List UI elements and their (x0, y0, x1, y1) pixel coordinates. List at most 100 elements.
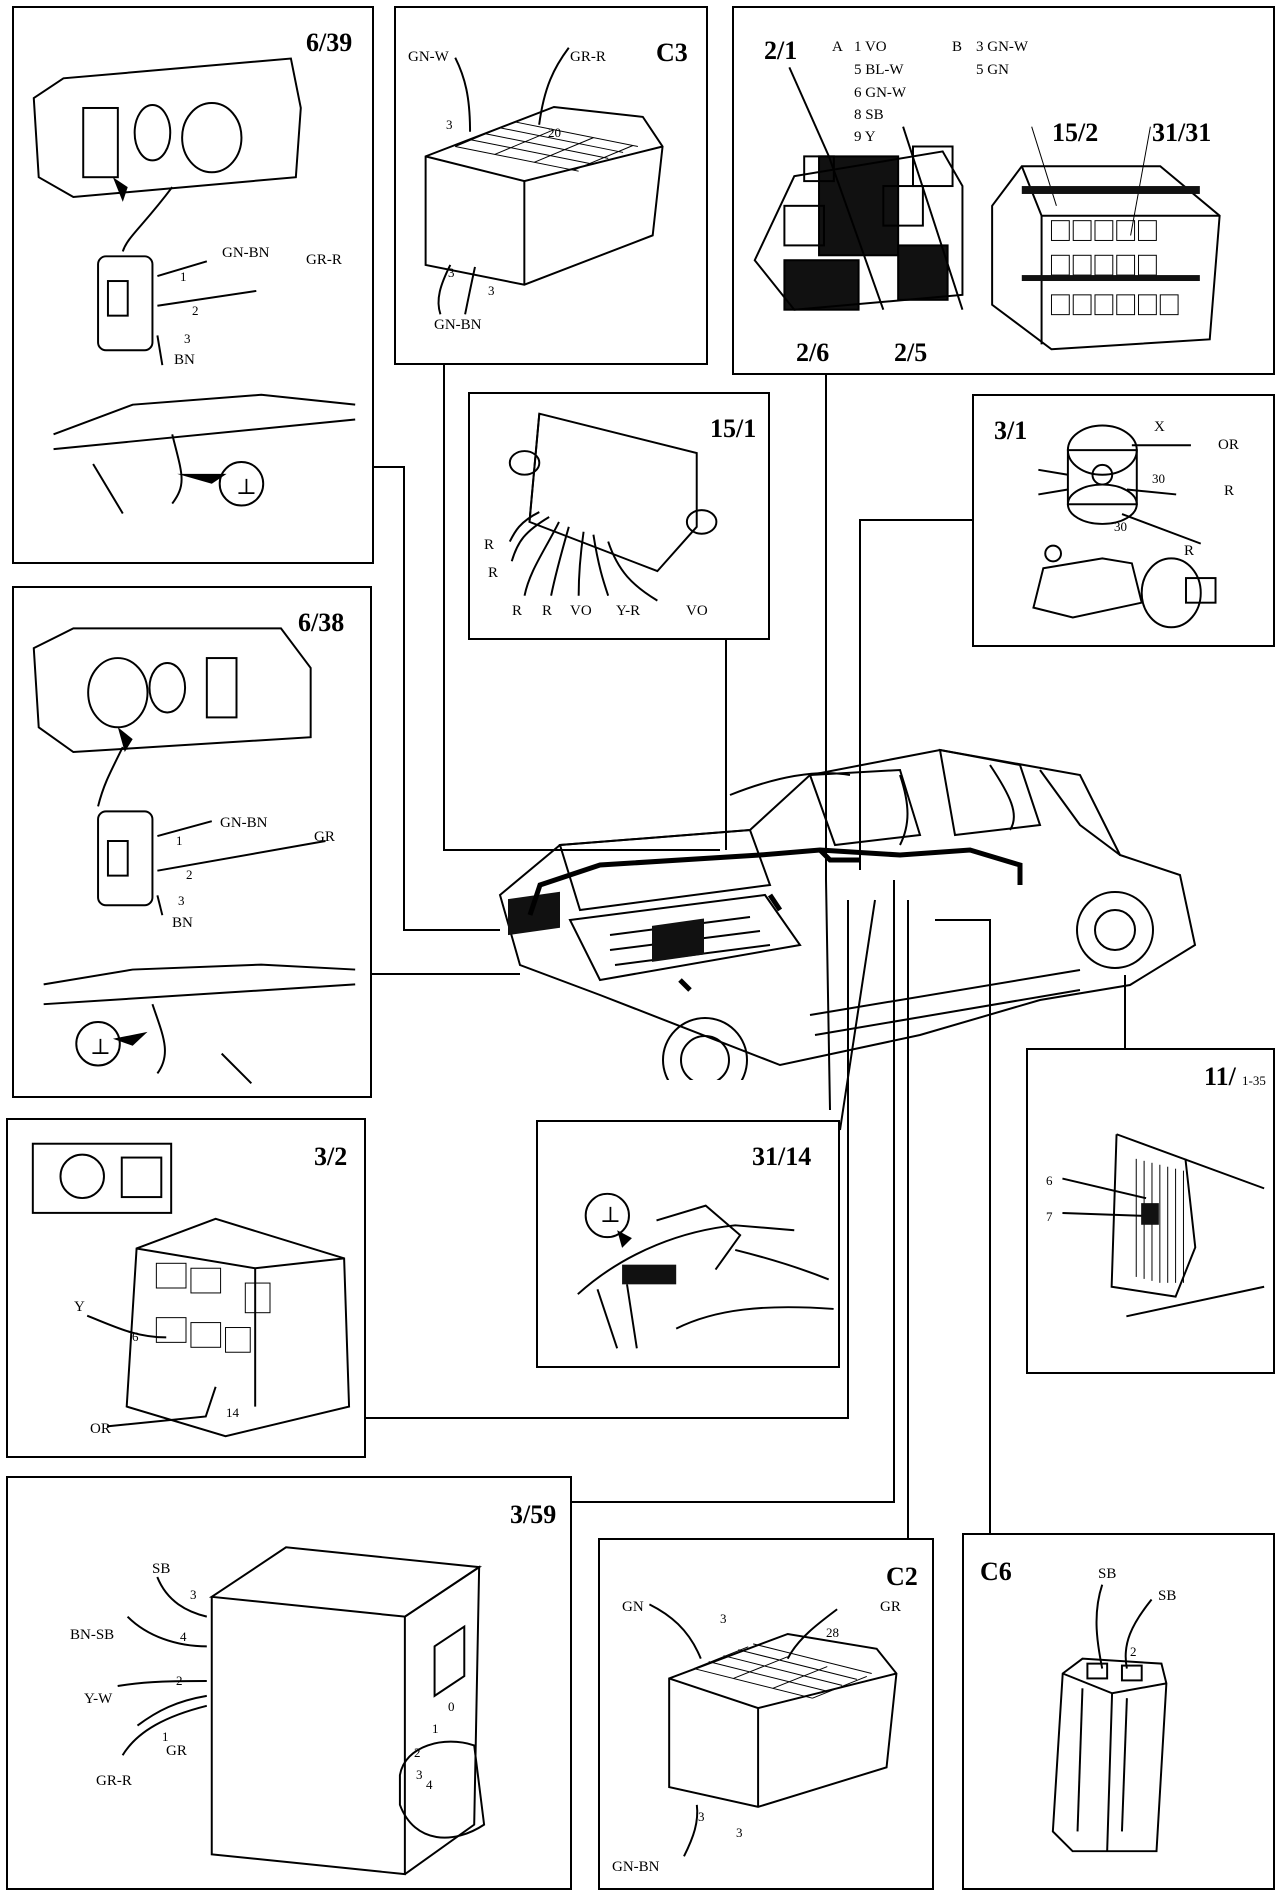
panel-6-39: 6/39 GN-BN GR-R BN 1 2 3 ⊥ (12, 6, 374, 564)
legend-a-line: 1 VO (854, 39, 887, 55)
legend-a-head: A (832, 39, 843, 55)
pin-number: 3 (720, 1611, 727, 1626)
ground-symbol: ⊥ (236, 474, 257, 499)
pin-number: 3 (178, 893, 185, 908)
wire-label: X (1154, 419, 1165, 435)
wire-label: SB (152, 1561, 171, 1577)
panel-title: 3/1 (994, 416, 1028, 445)
panel-31-14: 31/14 ⊥ (536, 1120, 840, 1368)
panel-title: 3/59 (510, 1500, 557, 1529)
wire-label: VO (686, 603, 708, 619)
pin-number: 7 (1046, 1209, 1053, 1224)
wire-label: GR (314, 829, 335, 845)
legend-a-line: 6 GN-W (854, 85, 907, 101)
wire-label: GN-BN (222, 245, 270, 261)
panel-3-1: 3/1 X OR 30 R 30 R (972, 394, 1275, 647)
connector-diagram-c2 (648, 1603, 898, 1857)
wire-label: SB (1158, 1588, 1177, 1604)
pin-number: 3 (184, 331, 191, 346)
leader-line-c6 (935, 919, 991, 1533)
wire-label: GN (622, 1599, 644, 1615)
switch-position: 0 (448, 1699, 455, 1714)
panel-11-1-35: 11/ 1-35 6 7 (1026, 1048, 1275, 1374)
pin-number: 4 (180, 1629, 187, 1644)
pin-number: 1 (162, 1729, 169, 1744)
switch-position: 2 (414, 1745, 421, 1760)
car-drawing (498, 748, 1197, 1080)
panel-c6: C6 SB SB 2 (962, 1533, 1275, 1890)
panel-subtitle: 1-35 (1242, 1073, 1266, 1088)
ground-point-diagram (577, 1192, 834, 1349)
leader-line-3114 (839, 899, 876, 1131)
light-switch-diagram (31, 1142, 351, 1438)
pin-number: 30 (1152, 471, 1165, 486)
fuse-box-diagram (1062, 1133, 1265, 1318)
pin-number: 2 (186, 867, 193, 882)
pin-number: 3 (698, 1809, 705, 1824)
panel-title: 31/14 (752, 1142, 812, 1171)
wire-label: VO (570, 603, 592, 619)
pin-number: 3 (448, 265, 455, 280)
wire-label: GN-BN (434, 317, 482, 333)
wire-label: R (1224, 483, 1235, 499)
component-title: 2/5 (894, 338, 928, 367)
wire-label: R (488, 565, 499, 581)
wire-label: BN-SB (70, 1627, 115, 1643)
wire-label: R (512, 603, 523, 619)
wire-label: R (542, 603, 553, 619)
leader-line-359 (572, 880, 895, 1503)
component-title: 15/2 (1052, 118, 1099, 147)
wire-label: GR-R (306, 252, 342, 268)
panel-c2: C2 GN GR GN-BN 3 28 3 3 (598, 1538, 934, 1890)
pin-number: 1 (180, 269, 187, 284)
switch-position: 1 (432, 1721, 439, 1736)
wire-label: GR (880, 1599, 901, 1615)
panel-title: 11/ (1204, 1062, 1236, 1091)
panel-title: 6/38 (298, 608, 345, 637)
panel-title: C2 (886, 1562, 918, 1591)
panel-title: 3/2 (314, 1142, 348, 1171)
wire-label: GN-W (408, 49, 449, 65)
wire-label: OR (90, 1421, 111, 1437)
ground-symbol: ⊥ (90, 1034, 111, 1059)
pin-number: 20 (548, 125, 561, 140)
pin-number: 3 (190, 1587, 197, 1602)
pin-number: 30 (1114, 519, 1127, 534)
panel-title: C3 (656, 38, 688, 67)
wire-label: GR-R (570, 49, 606, 65)
panel-title: C6 (980, 1557, 1012, 1586)
car-illustration (480, 735, 1200, 1080)
panel-c3: C3 GN-W GR-R GN-BN 3 20 3 3 (394, 6, 708, 365)
leader-line-639 (374, 466, 500, 931)
pin-number: 3 (736, 1825, 743, 1840)
pin-number: 3 (446, 117, 453, 132)
legend-b-line: 5 GN (976, 62, 1009, 78)
wire-label: Y-R (616, 603, 641, 619)
pin-number: 28 (826, 1625, 839, 1640)
wire-label: R (484, 537, 495, 553)
wire-label: GN-BN (612, 1859, 660, 1875)
switch-position: 4 (426, 1777, 433, 1792)
module-diagram-15-1 (508, 412, 718, 602)
legend-b-head: B (952, 39, 963, 55)
panel-3-2: 3/2 Y OR 6 14 (6, 1118, 366, 1458)
component-title: 2/6 (796, 338, 830, 367)
panel-15-1: 15/1 R R R R VO Y-R VO (468, 392, 770, 640)
relay-box-diagram (753, 66, 1221, 351)
wire-label: BN (172, 915, 193, 931)
wire-label: GR-R (96, 1773, 132, 1789)
wire-label: R (1184, 543, 1195, 559)
legend-a-line: 5 BL-W (854, 62, 904, 78)
pin-number: 2 (1130, 1644, 1137, 1659)
pin-number: 2 (176, 1673, 183, 1688)
switch-position: 3 (416, 1767, 423, 1782)
pin-number: 14 (226, 1405, 239, 1420)
connector-diagram-c3 (424, 47, 664, 315)
panel-6-38: 6/38 GN-BN GR BN 1 2 3 ⊥ (12, 586, 372, 1098)
legend-b-line: 3 GN-W (976, 39, 1029, 55)
panel-2-1-relay-box: 2/1 2/6 2/5 15/2 31/31 A 1 VO 5 BL-W 6 G… (732, 6, 1275, 375)
legend-a-line: 8 SB (854, 107, 884, 123)
headlamp-diagram-6-39 (32, 57, 356, 514)
panel-title: 15/1 (710, 414, 757, 443)
